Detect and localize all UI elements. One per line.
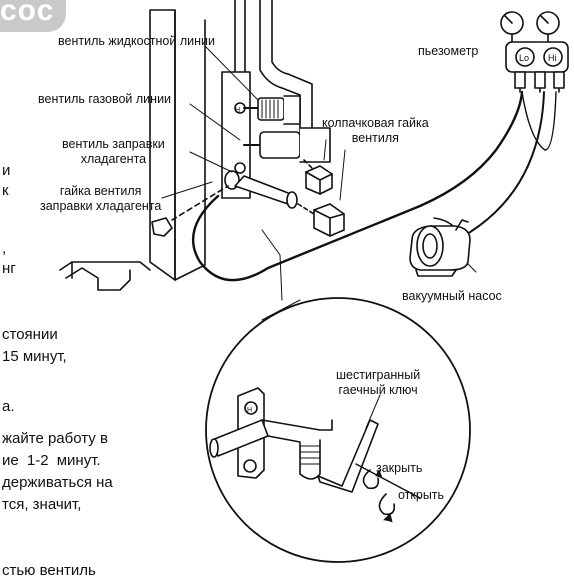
liquid-valve-label: вентиль жидкостной линии xyxy=(58,34,215,48)
charge-nut-label: гайка вентиля заправки хладагента xyxy=(40,184,162,213)
valve-mark-1: H xyxy=(235,107,240,114)
body-text-line: стью вентиль xyxy=(2,562,96,579)
gauge-manifold: Lo Hi xyxy=(500,11,569,93)
body-text-line: ие 1-2 минут. xyxy=(2,452,101,469)
body-text-line: тся, значит, xyxy=(2,496,82,513)
gauge-lo-label: Lo xyxy=(519,53,529,63)
open-label: открыть xyxy=(398,488,445,502)
body-text-line: 15 минут, xyxy=(2,348,67,365)
gas-valve-label: вентиль газовой линии xyxy=(38,92,172,106)
detail-circle xyxy=(205,297,471,563)
section-header-text: сос xyxy=(0,0,55,27)
body-text-line: жайте работу в xyxy=(2,430,108,447)
gauge-hi-label: Hi xyxy=(548,53,557,63)
body-text-line: держиваться на xyxy=(2,474,113,491)
unit-body xyxy=(59,9,206,291)
body-text-line: нг xyxy=(2,260,16,277)
leader-lines xyxy=(161,45,537,301)
cap-nut-lower xyxy=(297,203,345,237)
charge-valve-label: вентиль заправки хладагента xyxy=(62,137,165,166)
liquid-valve xyxy=(243,95,301,125)
gauge-label: пьезометр xyxy=(418,44,479,58)
rotation-arrows xyxy=(355,463,421,523)
valve-mark-2: H xyxy=(247,407,252,414)
vacuum-pump-label: вакуумный насос xyxy=(402,289,502,303)
charge-valve-nut xyxy=(151,185,229,237)
hex-key-icon xyxy=(317,394,381,493)
close-label: закрыть xyxy=(376,461,423,475)
body-text-line: к xyxy=(2,182,9,199)
charge-valve xyxy=(224,170,298,209)
section-header-tab: сос xyxy=(0,0,66,32)
body-text-line: стоянии xyxy=(2,326,58,343)
detail-valve: H xyxy=(209,387,333,480)
hex-key-label: шестигранный гаечный ключ xyxy=(336,368,421,397)
cap-nut-upper xyxy=(303,159,333,195)
body-text-line: , xyxy=(2,240,7,257)
body-text-line: и xyxy=(2,162,11,179)
cap-nut-label: колпачковая гайка вентиля xyxy=(322,116,429,145)
vacuum-pump xyxy=(409,219,471,277)
gas-valve xyxy=(243,127,331,163)
body-text-line: а. xyxy=(2,398,15,415)
